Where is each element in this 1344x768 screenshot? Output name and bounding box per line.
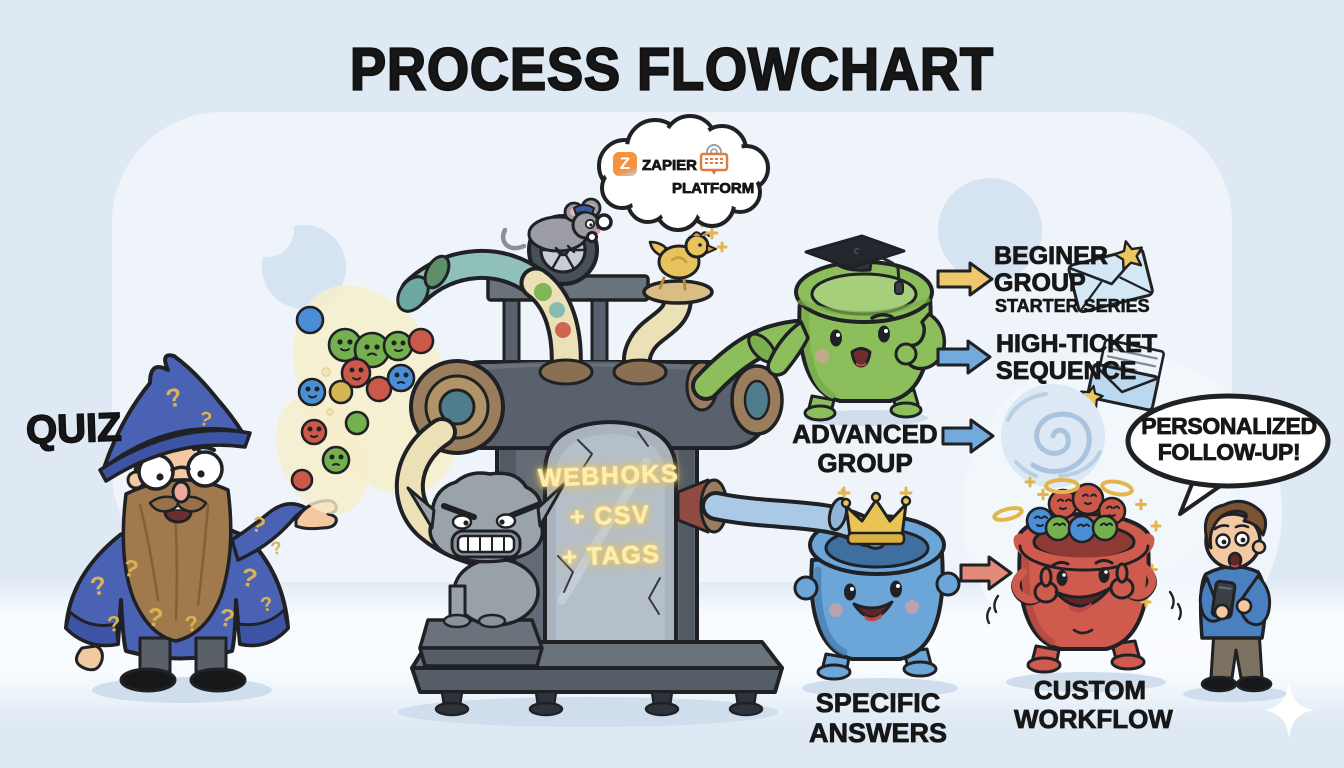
arrow-custom-workflow (959, 555, 1013, 591)
arrow-high-ticket (936, 339, 992, 375)
sparkle-icon (837, 486, 913, 500)
starter-series-envelope-icon (1067, 240, 1154, 314)
starter-series-label: STARTER SERIES (995, 296, 1150, 316)
background-circle-notch (240, 203, 294, 257)
background-circle (938, 178, 1042, 282)
zapier-label: ZAPIER (642, 157, 698, 174)
svg-text:?: ? (197, 408, 214, 432)
pedestal (642, 279, 714, 305)
svg-text:?: ? (163, 381, 185, 414)
high-ticket-label: HIGH-TICKET SEQUENCE (996, 330, 1158, 385)
svg-text:?: ? (106, 611, 122, 637)
thought-bubble (586, 114, 770, 243)
beginner-group-label: BEGINER GROUP (994, 242, 1109, 297)
sparkle-icon (1265, 682, 1313, 738)
tablet-line-3: + TAGS (561, 540, 662, 572)
svg-text:?: ? (239, 561, 260, 593)
flow-arrows (936, 261, 1013, 591)
sparkle-icon (1024, 476, 1162, 608)
custom-workflow-bucket (986, 476, 1182, 674)
man-with-phone (1198, 499, 1273, 693)
advanced-group-label: ADVANCED GROUP (792, 419, 938, 479)
page-title: PROCESS FLOWCHART (349, 36, 994, 103)
speech-bubble (1125, 393, 1331, 516)
quiz-label: QUIZ (24, 405, 123, 454)
crown-icon (840, 491, 912, 546)
stone-tablet (543, 420, 678, 644)
svg-text:?: ? (249, 511, 269, 539)
svg-text:?: ? (258, 593, 275, 617)
tablet-line-2: + CSV (569, 500, 651, 532)
zapier-logo-icon: Z (613, 152, 637, 176)
happy-blobs (1025, 482, 1127, 544)
wizard-character: ? ? ? ? ? ? ? ? ? ? ? ? (64, 353, 338, 693)
halo-icon (992, 478, 1134, 522)
graduation-cap-icon (804, 234, 906, 295)
machine-feet (434, 690, 764, 717)
arrow-follow-up (941, 418, 995, 454)
svg-text:?: ? (217, 603, 237, 633)
tablet-line-1: WEBHOKS (537, 459, 680, 493)
high-ticket-envelope-icon (1080, 338, 1165, 412)
svg-text:?: ? (183, 610, 200, 637)
tablet-glowing-text: WEBHOKS + CSV + TAGS (536, 454, 684, 579)
gargoyle-statue (406, 471, 566, 668)
specific-answers-bucket (701, 491, 961, 681)
golden-chicken (648, 217, 728, 291)
svg-text:?: ? (145, 601, 165, 633)
arrow-beginner (936, 261, 994, 297)
advanced-group-bucket (766, 234, 947, 500)
motion-lines (986, 590, 1182, 625)
question-mark-pattern: ? ? ? ? ? ? ? ? ? ? ? ? (88, 381, 284, 637)
platform-label: PLATFORM (672, 180, 755, 197)
custom-workflow-label: CUSTOM WORKFLOW (1014, 675, 1174, 735)
svg-text:?: ? (269, 537, 283, 559)
specific-answers-label: SPECIFIC ANSWERS (808, 688, 948, 749)
personalized-follow-up-label: PERSONALIZED FOLLOW-UP! (1141, 413, 1318, 465)
platform-icon (699, 144, 729, 175)
swirl-icon (1001, 384, 1105, 488)
svg-text:?: ? (121, 554, 141, 583)
svg-text:?: ? (88, 570, 109, 602)
